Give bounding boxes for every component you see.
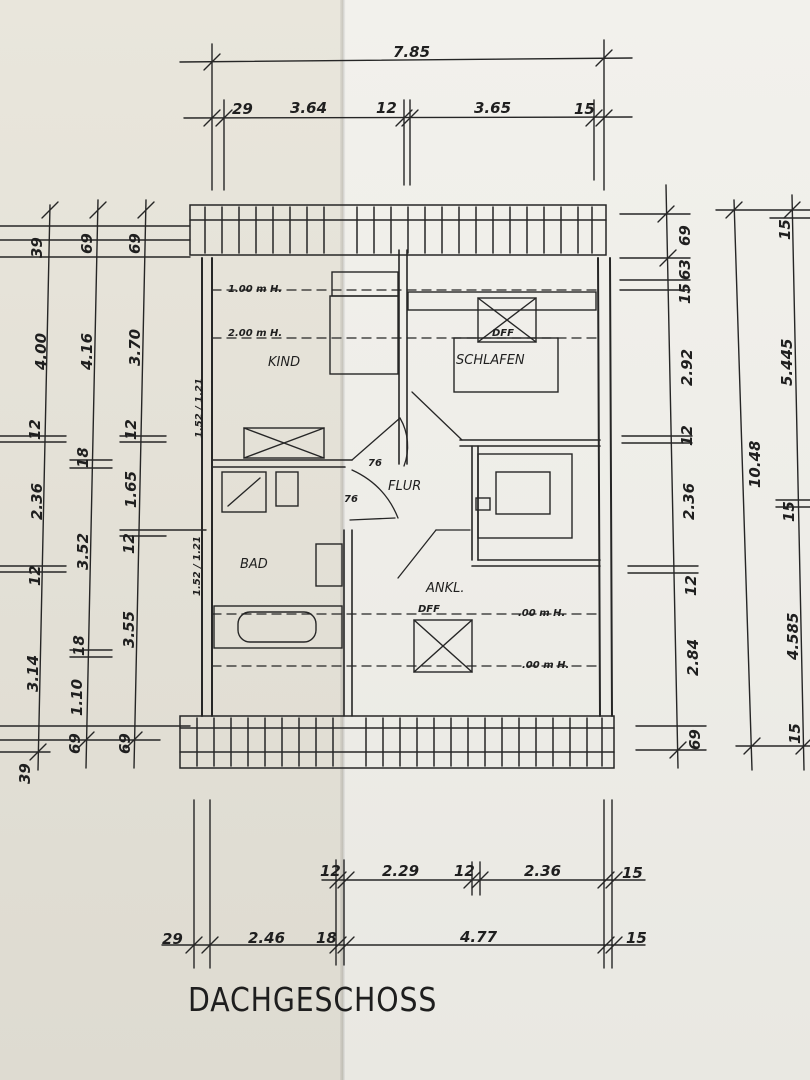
dim-bottom-r1-3: 12	[454, 862, 475, 880]
room-label-kind: KIND	[268, 355, 300, 370]
dim-left-c1-4: 2.36	[28, 483, 46, 520]
door-width-bad: 76	[344, 494, 358, 505]
dim-left-c2-6: 1.10	[68, 679, 86, 716]
dim-bottom-r1-1: 12	[320, 862, 341, 880]
dim-left-c2-7: 69	[66, 733, 84, 754]
room-label-bad: BAD	[240, 557, 268, 572]
dim-right-c1-3: 15	[676, 283, 694, 304]
paper-right-half	[343, 0, 810, 1080]
skylight-label-ankl: DFF	[418, 604, 440, 615]
dim-right-c3-4: 4.585	[784, 613, 802, 661]
dim-left-c2-2: 4.16	[78, 333, 96, 371]
dim-left-c1-6: 3.14	[24, 655, 42, 692]
dim-left-c3-7: 69	[116, 733, 134, 754]
paper-left-half	[0, 0, 343, 1080]
roof-eave-top	[189, 204, 607, 256]
dim-right-c3-5: 15	[786, 723, 804, 744]
height-note-2m: 2.00 m H.	[228, 328, 282, 339]
dim-left-c3-6: 3.55	[120, 611, 138, 648]
height-note-ankl-lower: .00 m H.	[522, 660, 569, 671]
dim-bottom-r1-4: 2.36	[524, 862, 561, 880]
door-swings	[349, 391, 471, 579]
dim-right-c3-1: 15	[776, 219, 794, 240]
dimension-labels: 7.85 29 3.64 12 3.65 15 12 2.29 12 2.36 …	[16, 43, 804, 948]
dim-top-5: 15	[574, 100, 595, 118]
skylight-label-schlafen: DFF	[492, 328, 514, 339]
height-note-1m: 1.00 m H.	[228, 284, 282, 295]
interior-walls	[211, 249, 601, 717]
top-dimension-lines	[179, 39, 633, 191]
dim-bottom-r2-5: 15	[626, 929, 647, 947]
roof-eave-bottom	[179, 715, 615, 769]
dim-bottom-r2-3: 18	[316, 929, 337, 947]
dim-left-c1-1: 39	[28, 237, 46, 258]
dim-left-c2-1: 69	[78, 233, 96, 254]
dim-right-c3-3: 15	[780, 501, 798, 522]
dim-left-c2-3: 18	[74, 447, 92, 468]
dim-top-4: 3.65	[474, 99, 511, 117]
furniture-and-fixtures	[213, 271, 597, 673]
wall-note-upper: 1.52 / 1.21	[194, 378, 205, 438]
dim-bottom-r1-2: 2.29	[382, 862, 419, 880]
dim-bottom-r2-2: 2.46	[248, 929, 285, 947]
dim-top-3: 12	[376, 99, 397, 117]
dim-left-c3-4: 1.65	[122, 471, 140, 508]
dim-right-c1-8: 2.84	[684, 639, 702, 676]
dim-right-c3-2: 5.445	[778, 339, 796, 386]
dim-left-c3-2: 3.70	[126, 329, 144, 366]
bottom-dimension-lines	[161, 799, 646, 969]
room-label-flur: FLUR	[388, 479, 421, 494]
exterior-walls	[201, 257, 613, 717]
dim-right-c1-1: 69	[676, 225, 694, 246]
dim-left-c3-5: 12	[120, 533, 138, 554]
dim-left-c1-5: 12	[26, 565, 44, 586]
dim-right-c1-6: 2.36	[680, 483, 698, 520]
dim-bottom-r1-5: 15	[622, 864, 643, 882]
dim-bottom-r2-4: 4.77	[459, 928, 498, 946]
dim-left-c3-3: 12	[122, 419, 140, 440]
plan-title: DACHGESCHOSS	[188, 980, 438, 1019]
dim-left-c3-1: 69	[126, 233, 144, 254]
dim-top-2: 3.64	[290, 99, 327, 117]
right-dimension-lines	[619, 184, 810, 771]
wall-note-lower: 1.52 / 1.21	[192, 536, 203, 596]
dim-right-total-height: 10.48	[746, 441, 764, 488]
height-note-ankl-upper: .00 m H.	[518, 608, 565, 619]
dim-right-c1-9: 69	[686, 729, 704, 750]
dim-top-1: 29	[232, 100, 253, 118]
paper-fold-crease	[340, 0, 346, 1080]
room-labels: KIND SCHLAFEN FLUR BAD ANKL. DFF DFF 1.0…	[228, 284, 569, 671]
dim-left-c1-2: 4.00	[32, 333, 50, 371]
dim-bottom-r2-1: 29	[162, 930, 183, 948]
door-width-flur: 76	[368, 458, 382, 469]
dim-right-c1-7: 12	[682, 575, 700, 596]
dim-right-c1-4: 2.92	[678, 349, 696, 386]
left-dimension-lines	[0, 199, 207, 771]
dim-left-c1-3: 12	[26, 419, 44, 440]
dim-left-c2-4: 3.52	[74, 533, 92, 570]
room-label-schlafen: SCHLAFEN	[456, 353, 525, 368]
dim-right-c1-5: 12	[678, 425, 696, 446]
dim-left-c2-5: 18	[70, 635, 88, 656]
dim-total-width: 7.85	[393, 43, 430, 61]
room-label-ankl: ANKL.	[425, 581, 465, 596]
dim-right-c1-2: 63	[676, 259, 694, 280]
dim-left-c1-7: 39	[16, 763, 34, 784]
